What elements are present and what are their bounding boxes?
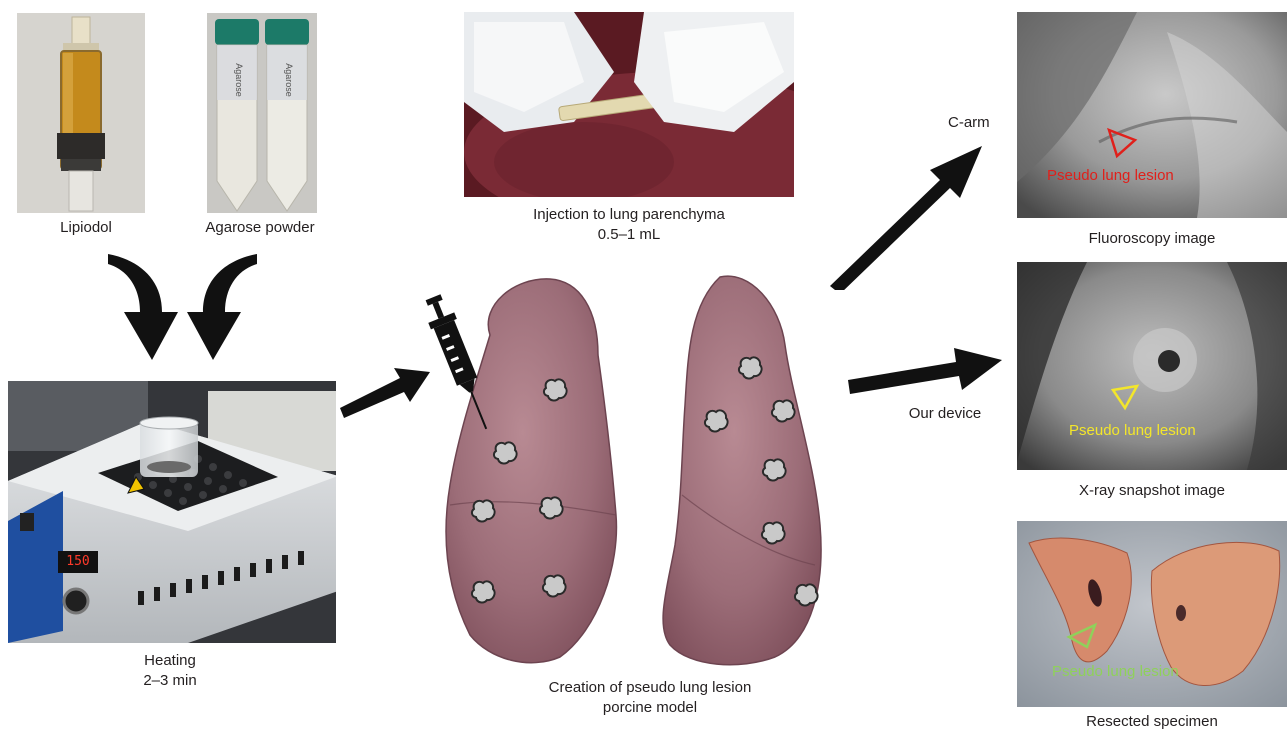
pseudo-lesion-marker: [762, 522, 785, 543]
pseudo-lesion-marker: [795, 584, 818, 605]
injection-caption-line1: Injection to lung parenchyma: [494, 205, 764, 225]
xray-caption: X-ray snapshot image: [1020, 481, 1284, 501]
device-label: Our device: [900, 404, 990, 424]
pseudo-lesion-marker: [494, 442, 517, 463]
agarose-powder-photo: Agarose Agarose: [207, 13, 317, 213]
pseudo-lesion-marker: [472, 581, 495, 602]
xray-snapshot-image: Pseudo lung lesion: [1017, 262, 1287, 470]
pseudo-lesion-marker: [472, 500, 495, 521]
resected-specimen-image: Pseudo lung lesion: [1017, 521, 1287, 707]
pseudo-lesion-marker: [772, 400, 795, 421]
lesion-label: Pseudo lung lesion: [1047, 167, 1174, 184]
tube-label: Agarose: [280, 55, 294, 105]
model-caption-line1: Creation of pseudo lung lesion: [480, 678, 820, 698]
heating-caption-line1: Heating: [110, 651, 230, 671]
lipiodol-photo: [17, 13, 145, 213]
fluoroscopy-caption: Fluoroscopy image: [1020, 229, 1284, 249]
specimen-caption: Resected specimen: [1020, 712, 1284, 732]
model-caption: Creation of pseudo lung lesion porcine m…: [480, 678, 820, 718]
curved-arrow-icon: [175, 250, 265, 365]
heating-caption: Heating 2–3 min: [110, 651, 230, 691]
syringe-icon: [424, 290, 496, 438]
agarose-caption: Agarose powder: [180, 218, 340, 238]
pseudo-lesion-marker: [540, 497, 563, 518]
arrow-right-icon: [846, 340, 1006, 395]
injection-photo: [464, 12, 794, 197]
pseudo-lesion-marker: [705, 410, 728, 431]
pseudo-lesion-marker: [543, 575, 566, 596]
carm-label: C-arm: [948, 113, 1018, 133]
pseudo-lesion-marker: [544, 379, 567, 400]
temperature-display: 150: [60, 554, 96, 569]
right-lung: [663, 276, 821, 665]
pseudo-lesion-marker: [763, 459, 786, 480]
lipiodol-caption: Lipiodol: [46, 218, 126, 238]
lesion-label: Pseudo lung lesion: [1052, 663, 1179, 680]
arrow-up-right-icon: [822, 140, 987, 290]
injection-caption-line2: 0.5–1 mL: [494, 225, 764, 245]
arrow-right-icon: [338, 360, 433, 420]
injection-caption: Injection to lung parenchyma 0.5–1 mL: [494, 205, 764, 245]
heating-block-photo: 150: [8, 381, 336, 643]
pseudo-lesion-marker: [739, 357, 762, 378]
fluoroscopy-image: Pseudo lung lesion: [1017, 12, 1287, 218]
tube-label: Agarose: [230, 55, 244, 105]
heating-caption-line2: 2–3 min: [110, 671, 230, 691]
model-caption-line2: porcine model: [480, 698, 820, 718]
lesion-label: Pseudo lung lesion: [1069, 422, 1196, 439]
